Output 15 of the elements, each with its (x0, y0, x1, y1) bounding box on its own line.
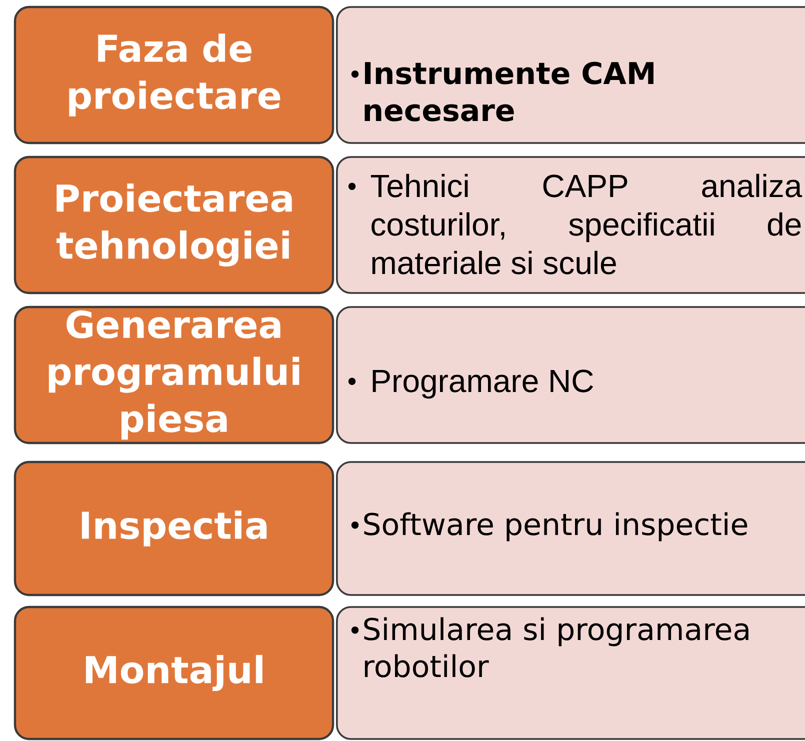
stage-box: Proiectarea tehnologiei (14, 156, 334, 294)
description-box (336, 606, 805, 740)
bullet-text: Tehnici CAPP analiza costurilor, specificatii de materiale si scule (370, 174, 802, 274)
stage-box: Faza de proiectare (14, 6, 334, 144)
bullet-text: Simularea si programarea robotilor (364, 617, 748, 678)
description-box (336, 156, 805, 294)
description-box (336, 306, 805, 444)
stage-box: Inspectia (14, 460, 334, 596)
description-box (336, 6, 805, 144)
stage-box: Montajul (14, 606, 334, 740)
bullet-text: Software pentru inspectie (364, 512, 748, 542)
bullet-text: Instrumente CAM necesare (364, 62, 654, 122)
bullet-text: Programare NC (372, 370, 593, 399)
stage-box: Generarea programului piesa (14, 306, 334, 444)
description-box (336, 461, 805, 596)
